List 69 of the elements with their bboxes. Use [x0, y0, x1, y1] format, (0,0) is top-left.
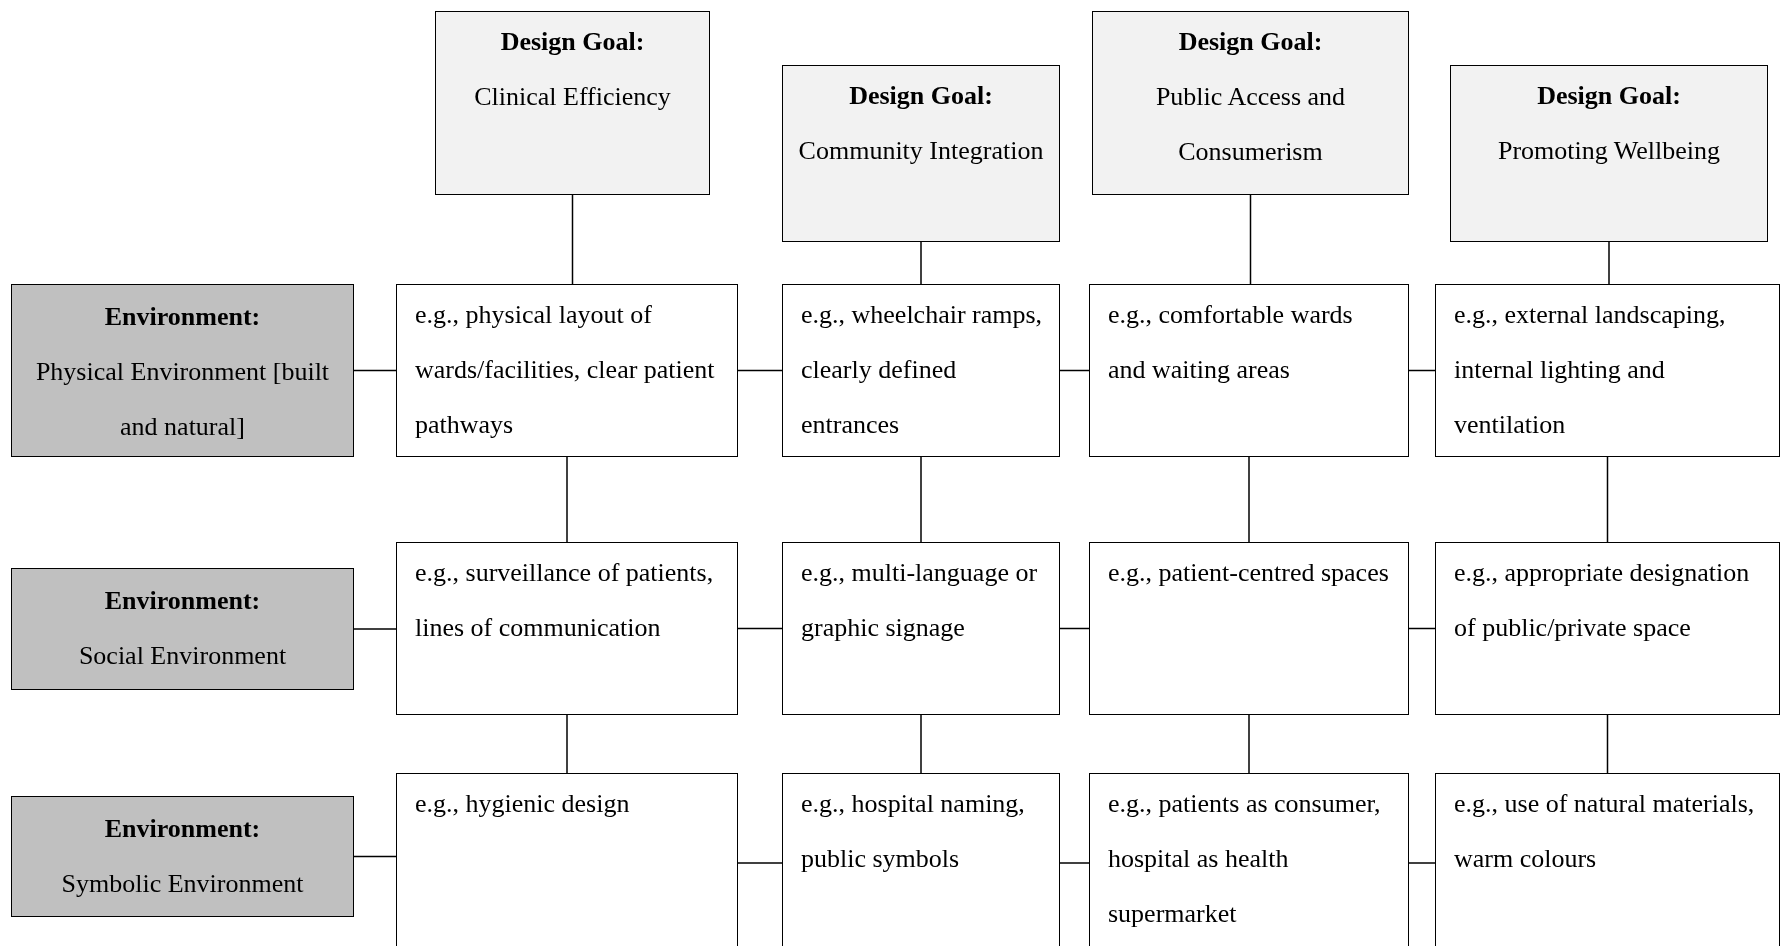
connector-line [737, 369, 783, 372]
node-text: e.g., appropriate designation of public/private space [1454, 557, 1751, 644]
example-box [782, 542, 1060, 715]
connector-line [1408, 369, 1436, 372]
node-heading: Design Goal: [1177, 26, 1324, 58]
connector-line [920, 456, 922, 543]
node-text: e.g., use of natural materials, warm colours [1454, 788, 1756, 875]
environment-box [11, 568, 354, 690]
connector-line [1408, 862, 1436, 864]
connector-line [737, 862, 783, 864]
connector-line [1606, 456, 1609, 543]
node-text: e.g., multi-language or graphic signage [801, 557, 1039, 644]
connector-line [920, 714, 922, 774]
connector-line [1606, 714, 1609, 774]
environment-box [11, 284, 354, 457]
node-text: e.g., surveillance of patients, lines of communication [415, 557, 715, 644]
example-box [396, 773, 738, 946]
example-box [782, 284, 1060, 457]
node-text: e.g., wheelchair ramps, clearly defined entrances [801, 299, 1044, 441]
connector-line [1608, 241, 1610, 285]
node-text: e.g., patient-centred spaces [1108, 557, 1390, 589]
node-text: e.g., external landscaping, internal lighting and ventilation [1454, 299, 1727, 441]
connector-line [737, 627, 783, 630]
example-box [1435, 284, 1780, 457]
example-box [1435, 542, 1780, 715]
node-heading: Environment: [103, 585, 262, 617]
node-heading: Environment: [103, 813, 262, 845]
connector-line [353, 628, 397, 630]
node-text: e.g., hospital naming, public symbols [801, 788, 1026, 875]
connector-line [1248, 456, 1250, 543]
node-text: Social Environment [77, 640, 288, 672]
design-goal-box [1092, 11, 1409, 195]
connector-line [920, 241, 922, 285]
example-box [782, 773, 1060, 946]
connector-line [1408, 627, 1436, 630]
node-heading: Environment: [103, 301, 262, 333]
node-text: Symbolic Environment [60, 868, 305, 900]
node-text: Physical Environment [built and natural] [34, 356, 331, 443]
connector-line [1059, 862, 1090, 864]
environment-box [11, 796, 354, 917]
node-heading: Design Goal: [1536, 80, 1682, 112]
connector-line [353, 855, 397, 858]
connector-line [1059, 369, 1090, 372]
connector-line [353, 369, 397, 372]
node-text: Promoting Wellbeing [1497, 135, 1721, 167]
node-text: Public Access and Consumerism [1154, 81, 1347, 168]
design-goal-box [1450, 65, 1768, 242]
example-box [396, 542, 738, 715]
example-box [1435, 773, 1780, 946]
node-heading: Design Goal: [499, 26, 646, 58]
example-box [1089, 284, 1409, 457]
connector-line [571, 194, 574, 285]
connector-line [1248, 714, 1250, 774]
node-text: e.g., physical layout of wards/facilities, clear patient pathways [415, 299, 716, 441]
connector-line [1249, 194, 1252, 285]
node-text: Clinical Efficiency [473, 81, 672, 113]
design-goal-box [782, 65, 1060, 242]
node-text: e.g., comfortable wards and waiting areas [1108, 299, 1354, 386]
example-box [1089, 542, 1409, 715]
node-text: e.g., patients as consumer, hospital as health supermarket [1108, 788, 1382, 930]
example-box [1089, 773, 1409, 946]
connector-line [566, 714, 568, 774]
node-text: e.g., hygienic design [415, 788, 631, 820]
node-heading: Design Goal: [848, 80, 994, 112]
design-goal-box [435, 11, 710, 195]
node-text: Community Integration [797, 135, 1045, 167]
example-box [396, 284, 738, 457]
connector-line [566, 456, 568, 543]
connector-line [1059, 627, 1090, 630]
